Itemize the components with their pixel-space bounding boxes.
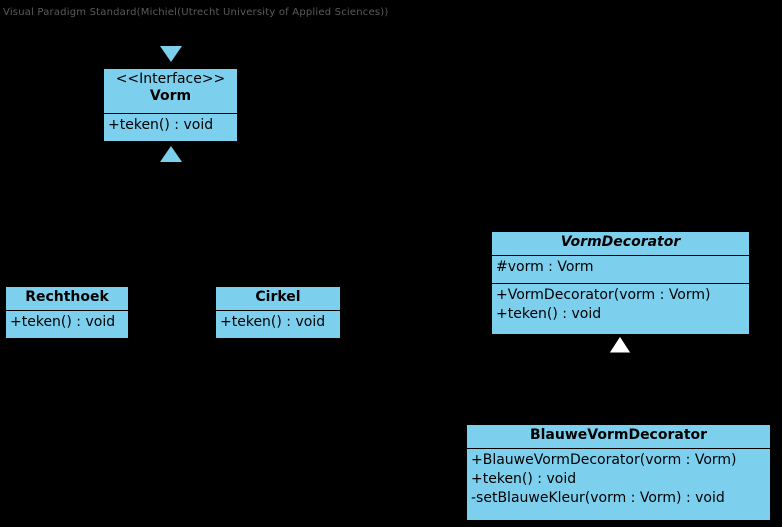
- realization-arrowhead-down-icon: [160, 46, 182, 62]
- uml-class-vorm[interactable]: <<Interface>> Vorm +teken() : void: [103, 68, 238, 142]
- uml-class-vorm-name: Vorm: [149, 88, 192, 104]
- uml-operation: +teken() : void: [496, 306, 602, 322]
- uml-class-vorm-operations: +teken() : void: [104, 113, 237, 143]
- uml-class-vorm-header: <<Interface>> Vorm: [104, 69, 237, 113]
- uml-operation: +teken() : void: [108, 117, 214, 133]
- uml-class-cirkel-name: Cirkel: [255, 289, 301, 305]
- uml-operation: +teken() : void: [220, 314, 326, 330]
- uml-operation: +teken() : void: [10, 314, 116, 330]
- uml-class-rechthoek-name: Rechthoek: [25, 289, 109, 305]
- uml-class-vormdecorator-operations: +VormDecorator(vorm : Vorm) +teken() : v…: [492, 283, 749, 335]
- realization-arrowhead-up-icon: [160, 146, 182, 162]
- uml-class-vormdecorator[interactable]: VormDecorator #vorm : Vorm +VormDecorato…: [491, 231, 750, 335]
- uml-operation: +VormDecorator(vorm : Vorm): [496, 287, 711, 303]
- uml-class-rechthoek[interactable]: Rechthoek +teken() : void: [5, 286, 129, 339]
- uml-class-blauwevormdecorator-name: BlauweVormDecorator: [529, 427, 708, 443]
- uml-class-vorm-stereotype: <<Interface>>: [115, 71, 226, 87]
- uml-class-vormdecorator-attributes: #vorm : Vorm: [492, 255, 749, 283]
- uml-class-vormdecorator-header: VormDecorator: [492, 232, 749, 255]
- uml-operation: -setBlauweKleur(vorm : Vorm) : void: [471, 490, 725, 506]
- uml-class-blauwevormdecorator-operations: +BlauweVormDecorator(vorm : Vorm) +teken…: [467, 448, 770, 522]
- watermark-label: Visual Paradigm Standard(Michiel(Utrecht…: [3, 7, 389, 18]
- uml-operation: +BlauweVormDecorator(vorm : Vorm): [471, 452, 737, 468]
- uml-class-cirkel-operations: +teken() : void: [216, 310, 340, 340]
- uml-attribute: #vorm : Vorm: [496, 259, 594, 275]
- uml-operation: +teken() : void: [471, 471, 577, 487]
- uml-class-blauwevormdecorator[interactable]: BlauweVormDecorator +BlauweVormDecorator…: [466, 424, 771, 521]
- uml-class-vormdecorator-name: VormDecorator: [560, 234, 681, 250]
- uml-class-cirkel-header: Cirkel: [216, 287, 340, 310]
- uml-class-rechthoek-header: Rechthoek: [6, 287, 128, 310]
- uml-class-rechthoek-operations: +teken() : void: [6, 310, 128, 340]
- uml-class-cirkel[interactable]: Cirkel +teken() : void: [215, 286, 341, 339]
- generalization-arrowhead-up-icon: [608, 336, 632, 354]
- uml-class-blauwevormdecorator-header: BlauweVormDecorator: [467, 425, 770, 448]
